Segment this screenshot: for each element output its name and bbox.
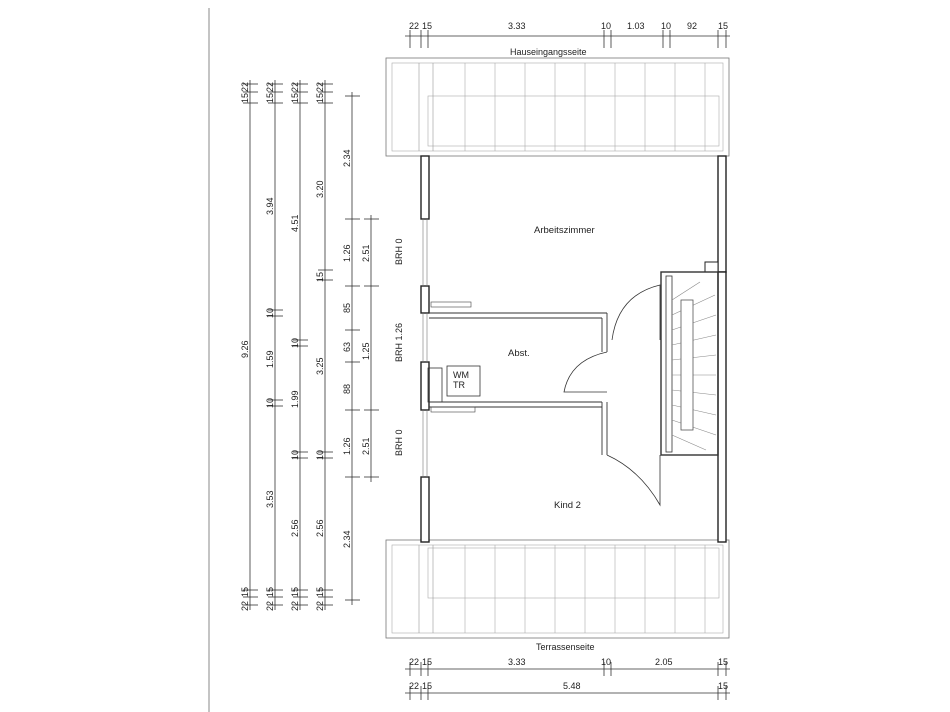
dim-bottom2-c: 5.48 [563, 681, 581, 691]
label-top-side: Hauseingangsseite [510, 47, 587, 57]
left-wall-segment-3 [420, 361, 430, 411]
label-bottom-side: Terrassenseite [536, 642, 595, 652]
dim-bottom1-d: 10 [601, 657, 611, 667]
dim-col3-v3: 1.99 [290, 390, 300, 408]
dim-col4-bot-b: 15 [315, 587, 325, 597]
bottom-dimension-chain-2 [405, 686, 730, 700]
left-dimension-column-1 [243, 80, 258, 610]
top-dimension-chain [405, 30, 730, 48]
dim-col4-bot-a: 22 [315, 601, 325, 611]
dim-col2-v5: 3.53 [265, 490, 275, 508]
dim-col1-total: 9.26 [240, 340, 250, 358]
dim-col2-v4: 10 [265, 398, 275, 408]
dim-bottom1-b: 15 [422, 657, 432, 667]
dim-col5-v7: 2.34 [342, 530, 352, 548]
dim-col6-v1: 2.51 [361, 244, 371, 262]
dim-col2-bot-b: 15 [265, 587, 275, 597]
top-balcony [385, 57, 730, 157]
brh-lower-label: BRH 0 [394, 429, 404, 456]
left-dimension-column-5 [345, 92, 360, 605]
dim-col2-v3: 1.59 [265, 350, 275, 368]
dim-col4-top-a: 15 [315, 93, 325, 103]
left-wall-segment-1 [420, 155, 430, 220]
room-office-label: Arbeitszimmer [534, 225, 595, 236]
dim-col3-v4: 10 [290, 450, 300, 460]
dim-col2-v1: 3.94 [265, 197, 275, 215]
bottom-balcony [385, 539, 730, 639]
dim-col3-bot-a: 22 [290, 601, 300, 611]
dim-col5-v2: 1.26 [342, 244, 352, 262]
dim-top-c: 3.33 [508, 21, 526, 31]
dryer-label: TR [453, 380, 465, 390]
dim-top-e: 1.03 [627, 21, 645, 31]
dim-bottom1-e: 2.05 [655, 657, 673, 667]
dim-bottom2-a: 22 [409, 681, 419, 691]
dim-col3-top-b: 22 [290, 82, 300, 92]
chimney [704, 261, 719, 273]
dim-col4-v4: 10 [315, 450, 325, 460]
room-kid-label: Kind 2 [554, 500, 581, 511]
dim-col6-v2: 1.25 [361, 342, 371, 360]
dim-col4-v1: 3.20 [315, 180, 325, 198]
dim-col6-v3: 2.51 [361, 437, 371, 455]
brh-upper-label: BRH 0 [394, 238, 404, 265]
dim-col3-v1: 4.51 [290, 214, 300, 232]
dim-col3-v2: 10 [290, 338, 300, 348]
staircase [660, 271, 719, 456]
doors [563, 284, 661, 507]
dim-col4-v5: 2.56 [315, 519, 325, 537]
dim-col5-v3: 85 [342, 303, 352, 313]
right-wall-upper [717, 155, 727, 273]
dim-col1-bot-a: 22 [240, 601, 250, 611]
dim-bottom2-b: 15 [422, 681, 432, 691]
radiators [430, 301, 476, 413]
dim-bottom1-a: 22 [409, 657, 419, 667]
dim-col1-top-a: 15 [240, 93, 250, 103]
bottom-dimension-chain-1 [405, 662, 730, 676]
exterior-walls [420, 155, 727, 543]
dim-top-b: 15 [422, 21, 432, 31]
dim-col2-top-a: 15 [265, 93, 275, 103]
dim-col2-v2: 10 [265, 308, 275, 318]
dim-col3-v5: 2.56 [290, 519, 300, 537]
dim-col5-v4: 63 [342, 342, 352, 352]
left-wall-segment-4 [420, 476, 430, 543]
dim-top-d: 10 [601, 21, 611, 31]
dim-col1-top-b: 22 [240, 82, 250, 92]
room-storage-label: Abst. [508, 348, 530, 359]
right-wall-lower [717, 271, 727, 543]
dim-top-g: 92 [687, 21, 697, 31]
left-dimension-column-2 [268, 80, 283, 610]
dim-col5-v6: 1.26 [342, 437, 352, 455]
dim-col3-top-a: 15 [290, 93, 300, 103]
dim-col5-v5: 88 [342, 384, 352, 394]
left-dimension-column-3 [293, 80, 308, 610]
dim-col4-v2: 15 [315, 272, 325, 282]
washer-dryer [427, 365, 481, 403]
dim-bottom1-c: 3.33 [508, 657, 526, 667]
dim-top-a: 22 [409, 21, 419, 31]
left-dimension-column-4 [318, 80, 333, 610]
left-wall-segment-2 [420, 285, 430, 314]
dim-col4-top-b: 22 [315, 82, 325, 92]
left-dimension-column-6 [364, 215, 379, 482]
dim-top-f: 10 [661, 21, 671, 31]
dim-col3-bot-b: 15 [290, 587, 300, 597]
dim-bottom1-f: 15 [718, 657, 728, 667]
dim-col4-v3: 3.25 [315, 357, 325, 375]
dim-top-h: 15 [718, 21, 728, 31]
dim-col2-bot-a: 22 [265, 601, 275, 611]
dim-col5-v1: 2.34 [342, 149, 352, 167]
brh-middle-label: BRH 1.26 [394, 323, 404, 362]
dim-col1-bot-b: 15 [240, 587, 250, 597]
washer-label: WM [453, 370, 469, 380]
dim-bottom2-d: 15 [718, 681, 728, 691]
dim-col2-top-b: 22 [265, 82, 275, 92]
